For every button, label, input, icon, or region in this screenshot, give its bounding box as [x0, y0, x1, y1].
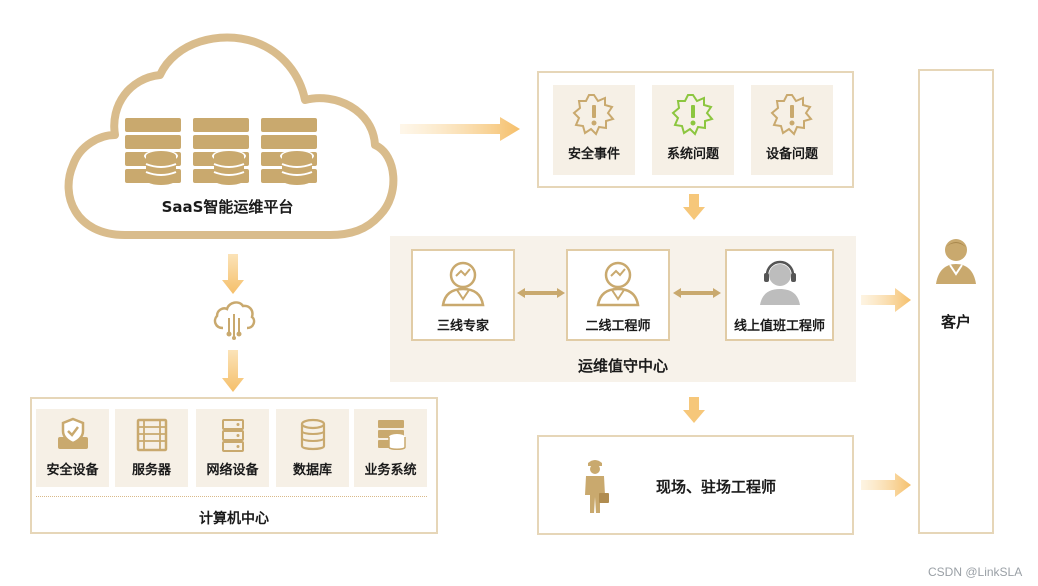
headset-agent-icon	[759, 260, 800, 305]
issue-tile: 设备问题	[751, 85, 833, 175]
device-label: 网络设备	[206, 463, 259, 478]
customer-panel	[918, 69, 994, 534]
role-label: 三线专家	[436, 319, 489, 334]
ops-center-title: 运维值守中心	[577, 357, 668, 375]
issue-label: 设备问题	[765, 147, 818, 162]
role-card: 三线专家	[411, 249, 515, 341]
expert-avatar-icon	[441, 261, 485, 307]
device-label: 业务系统	[364, 463, 417, 478]
business-system-icon	[377, 420, 406, 450]
device-label: 服务器	[131, 463, 171, 478]
network-device-icon	[221, 419, 244, 452]
alert-badge-icon	[770, 94, 813, 136]
alert-badge-icon	[671, 94, 714, 136]
device-tile: 业务系统	[354, 409, 427, 487]
arrow-right-icon	[400, 117, 520, 141]
alert-badge-icon	[572, 94, 615, 136]
field-engineer-icon	[585, 460, 609, 513]
device-label: 数据库	[292, 463, 332, 478]
engineer-avatar-icon	[596, 261, 640, 307]
cloud-connect-icon	[213, 301, 256, 340]
role-label: 二线工程师	[585, 319, 651, 334]
security-device-icon	[57, 417, 88, 449]
compute-center-title: 计算机中心	[199, 511, 269, 527]
device-label: 安全设备	[46, 463, 99, 478]
issue-label: 系统问题	[666, 147, 719, 162]
double-arrow-icon	[517, 288, 565, 298]
arrow-right-icon	[861, 473, 911, 497]
role-card: 二线工程师	[566, 249, 670, 341]
field-engineer-label: 现场、驻场工程师	[656, 478, 777, 496]
server-database-icon	[125, 118, 317, 185]
role-card: 线上值班工程师	[725, 249, 834, 341]
device-tile: 数据库	[276, 409, 349, 487]
device-tile: 网络设备	[196, 409, 269, 487]
platform-title: SaaS智能运维平台	[161, 198, 294, 216]
watermark: CSDN @LinkSLA	[928, 565, 1023, 579]
customer-label: 客户	[940, 313, 971, 331]
customer-icon	[936, 239, 976, 284]
arrow-down-icon	[683, 194, 705, 220]
issue-label: 安全事件	[567, 147, 620, 162]
arrow-down-icon	[683, 397, 705, 423]
arrow-right-icon	[861, 288, 911, 312]
device-tile: 服务器	[115, 409, 188, 487]
database-icon	[300, 418, 325, 451]
issue-tile: 安全事件	[553, 85, 635, 175]
device-tile: 安全设备	[36, 409, 109, 487]
role-label: 线上值班工程师	[733, 319, 825, 334]
issue-tile: 系统问题	[652, 85, 734, 175]
arrow-down-icon	[222, 350, 244, 392]
dotted-divider	[36, 496, 427, 497]
double-arrow-icon	[673, 288, 721, 298]
arrow-down-icon	[222, 254, 244, 294]
server-rack-icon	[136, 418, 167, 452]
cloud-platform	[64, 33, 398, 239]
